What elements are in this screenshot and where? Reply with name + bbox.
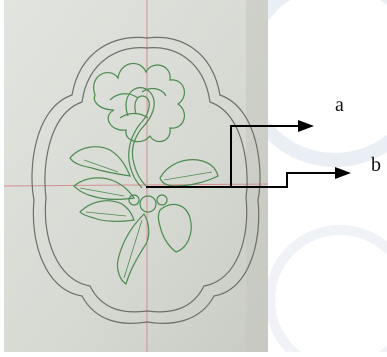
arrow-b-head <box>335 167 351 179</box>
label-a: a <box>335 95 344 115</box>
paper-sheet <box>4 0 268 352</box>
label-b: b <box>371 155 381 175</box>
arrow-a-head <box>298 120 314 132</box>
